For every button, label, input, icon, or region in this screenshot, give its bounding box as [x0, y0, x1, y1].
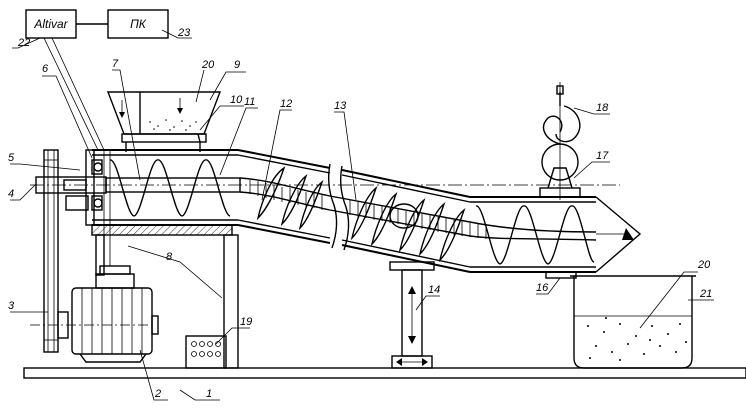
callout-13: 13 [334, 100, 347, 112]
callout-9: 9 [234, 59, 240, 71]
collection-bin [545, 271, 696, 369]
callout-labels: 1 2 3 4 5 6 7 8 9 10 11 12 13 14 16 17 1… [8, 27, 712, 400]
control-panel [185, 335, 227, 369]
callout-3: 3 [8, 300, 15, 312]
callout-8: 8 [166, 251, 173, 263]
callout-1: 1 [206, 388, 212, 400]
callout-6: 6 [42, 63, 49, 75]
callout-10: 10 [230, 94, 243, 106]
callout-17: 17 [596, 150, 609, 162]
callout-20-bin: 20 [697, 259, 711, 271]
screw-flights [109, 159, 595, 265]
base-frame [23, 367, 746, 379]
callout-4: 4 [8, 188, 14, 200]
callout-2: 2 [154, 388, 161, 400]
callout-5: 5 [8, 152, 15, 164]
lifting-hook [539, 82, 581, 200]
callout-14: 14 [428, 284, 440, 296]
belt-drive [30, 149, 620, 353]
screw-housing [65, 149, 642, 273]
callout-20-top: 20 [201, 59, 215, 71]
callout-21: 21 [699, 288, 712, 300]
leader-lines [10, 29, 714, 401]
pc-block [107, 9, 169, 39]
support-frame [91, 224, 239, 369]
callout-19: 19 [240, 316, 252, 328]
callout-16: 16 [536, 282, 549, 294]
callout-12: 12 [280, 98, 292, 110]
callout-22: 22 [17, 37, 30, 49]
pc-label: ПК [130, 17, 147, 31]
callout-18: 18 [596, 102, 609, 114]
height-adjust-support [389, 261, 435, 369]
callout-7: 7 [112, 58, 119, 70]
control-blocks: Altivar ПК [25, 9, 169, 151]
loading-hopper [106, 91, 222, 152]
altivar-label: Altivar [33, 17, 68, 31]
callout-11: 11 [244, 96, 255, 108]
callout-23: 23 [177, 27, 191, 39]
electric-motor [71, 150, 159, 363]
